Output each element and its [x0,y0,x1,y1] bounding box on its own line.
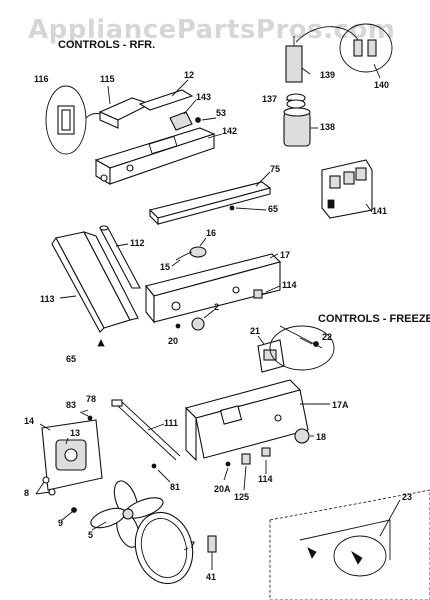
label-18: 18 [316,432,326,442]
watermark-text: AppliancePartsPros.com [28,15,395,45]
label-113: 113 [40,294,55,304]
label-83: 83 [66,400,76,410]
part-17-control-housing [145,253,282,324]
part-16-capacitor [189,246,207,258]
part-111-heater [111,399,181,461]
part-116-label-plate [45,85,87,155]
part-141-terminal-block [321,159,373,219]
leader-lines [35,63,401,570]
label-22: 22 [322,332,332,342]
label-115: 115 [100,74,115,84]
part-22-actuator [269,325,335,371]
label-141: 141 [372,206,387,216]
part-13-motor [55,439,87,471]
label-17: 17 [280,250,290,260]
part-78-nut [87,415,93,421]
label-13: 13 [70,428,80,438]
freezer-controls-title: CONTROLS - FREEZER [318,313,430,325]
label-125: 125 [234,492,249,502]
label-75: 75 [270,164,280,174]
label-114-upper: 114 [282,280,297,290]
label-140: 140 [374,80,389,90]
label-138: 138 [320,122,335,132]
part-143-clip [169,111,193,131]
part-41-screw [207,535,217,566]
part-125-screw [241,453,251,465]
label-112: 112 [130,238,145,248]
label-5: 5 [88,530,93,540]
label-16: 16 [206,228,216,238]
part-139-wire-harness [285,36,303,83]
part-20-screw [175,323,181,329]
part-142-housing [94,127,216,185]
label-23: 23 [402,492,412,502]
part-15-wire [175,251,193,261]
part-112-rod [99,225,141,289]
part-53-screw [195,117,201,123]
label-21: 21 [250,326,260,336]
part-114-screw-upper [253,289,273,299]
label-142: 142 [222,126,237,136]
label-65-lower: 65 [66,354,76,364]
label-53: 53 [216,108,226,118]
part-20a-screw [225,461,231,467]
part-9-screw [71,507,77,513]
label-20a: 20A [214,484,231,494]
part-65-screw-upper [229,205,235,211]
part-7-fan-shroud [134,511,194,585]
label-139: 139 [320,70,335,80]
label-7: 7 [190,540,195,550]
part-137-ring [286,93,306,109]
label-81: 81 [170,482,180,492]
part-18-knob [294,428,310,444]
part-65-screw-lower [97,339,105,347]
part-81-screw [151,463,157,469]
label-17a: 17A [332,400,349,410]
part-114-screw-lower [261,447,271,457]
part-5-fan-blade [90,480,164,548]
part-138-knob [283,107,311,147]
label-20: 20 [168,336,178,346]
part-21-switch [257,339,285,373]
label-12: 12 [184,70,194,80]
part-113-channel [51,231,139,333]
label-116: 116 [34,74,49,84]
label-143: 143 [196,92,211,102]
label-14: 14 [24,416,34,426]
part-12-lever [138,89,194,111]
label-15: 15 [160,262,170,272]
label-65-upper: 65 [268,204,278,214]
part-83-clip [79,411,89,417]
part-115-bracket [85,97,152,129]
label-8: 8 [24,488,29,498]
part-75-long-bracket [148,181,272,226]
refrigerator-controls-title: CONTROLS - RFR. [58,39,155,51]
part-23-cabinet-detail [269,489,430,600]
label-137: 137 [262,94,277,104]
part-17a-freezer-housing [184,379,309,462]
part-140-connectors [295,23,393,73]
part-2-knob [191,317,205,331]
label-111: 111 [164,418,178,428]
label-2: 2 [214,302,219,312]
label-78: 78 [86,394,96,404]
label-114-lower: 114 [258,474,273,484]
label-41: 41 [206,572,216,582]
label-9: 9 [58,518,63,528]
